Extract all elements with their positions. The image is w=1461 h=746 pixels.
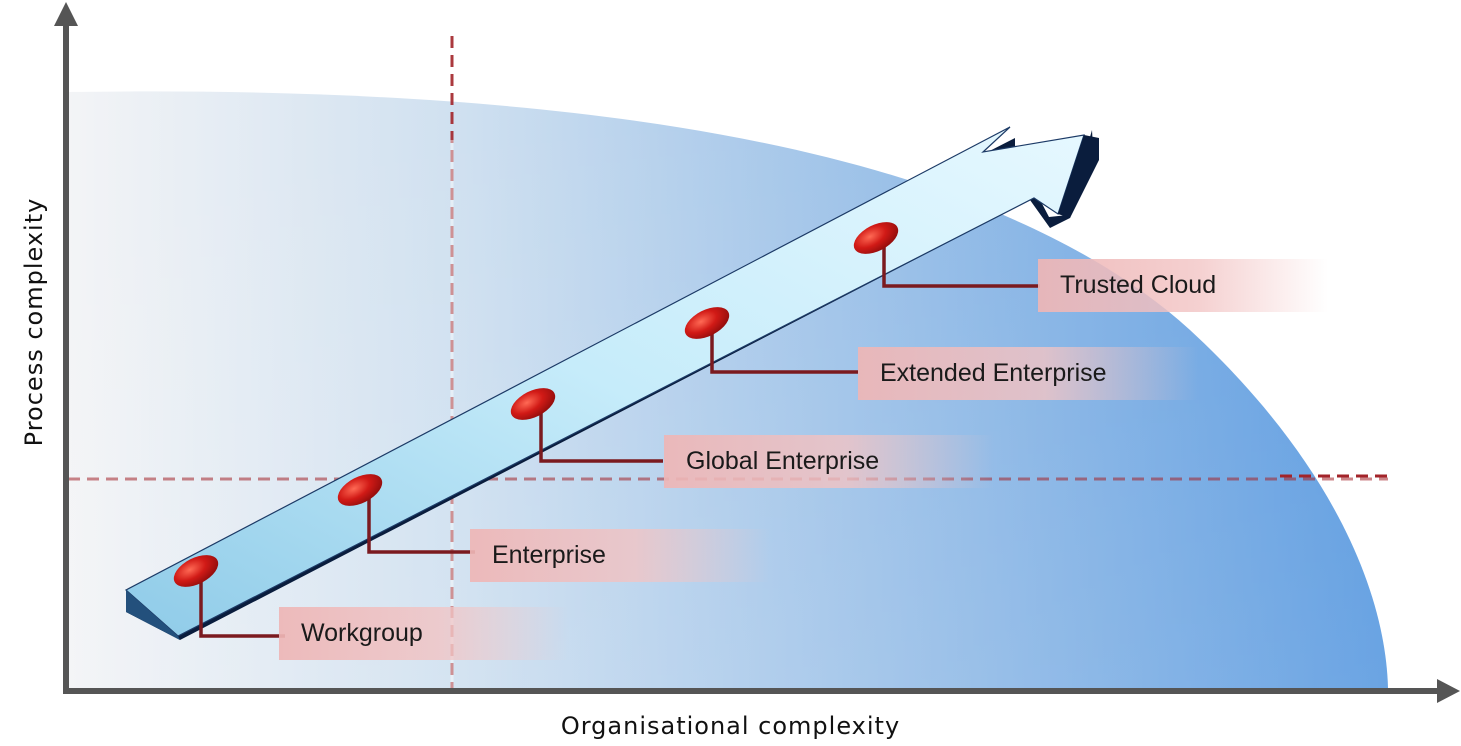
connector-trusted-cloud: [882, 240, 1040, 288]
stage-label-text: Extended Enterprise: [880, 359, 1107, 387]
marker-enterprise: [337, 474, 383, 506]
marker-trusted-cloud: [853, 222, 899, 254]
y-axis-title: Process complexity: [20, 197, 48, 447]
x-axis-arrowhead: [1437, 679, 1460, 703]
connector-enterprise: [367, 494, 475, 554]
stage-label-text: Enterprise: [492, 541, 606, 569]
stage-label-enterprise: Enterprise: [470, 529, 770, 582]
marker-extended-enterprise: [684, 307, 730, 339]
connector-extended-enterprise: [710, 326, 858, 374]
connector-workgroup: [199, 578, 285, 638]
connector-global-enterprise: [539, 408, 663, 463]
stage-label-text: Global Enterprise: [686, 447, 880, 475]
complexity-region-shade: [68, 91, 1388, 688]
marker-global-enterprise: [510, 388, 556, 420]
stage-label-text: Workgroup: [301, 619, 423, 647]
marker-workgroup: [173, 555, 219, 587]
stage-label-workgroup: Workgroup: [279, 607, 569, 660]
y-axis-arrowhead: [54, 2, 78, 26]
stage-label-extended-enterprise: Extended Enterprise: [858, 347, 1198, 400]
stage-label-trusted-cloud: Trusted Cloud: [1038, 259, 1328, 312]
stage-label-global-enterprise: Global Enterprise: [664, 435, 994, 488]
arrow-tail-end: [126, 590, 180, 640]
arrow-head-side: [1058, 135, 1099, 218]
stage-label-text: Trusted Cloud: [1060, 271, 1217, 299]
stage-markers: [173, 222, 899, 587]
x-axis-title: Organisational complexity: [560, 712, 901, 740]
stage-connectors: [199, 240, 1040, 638]
